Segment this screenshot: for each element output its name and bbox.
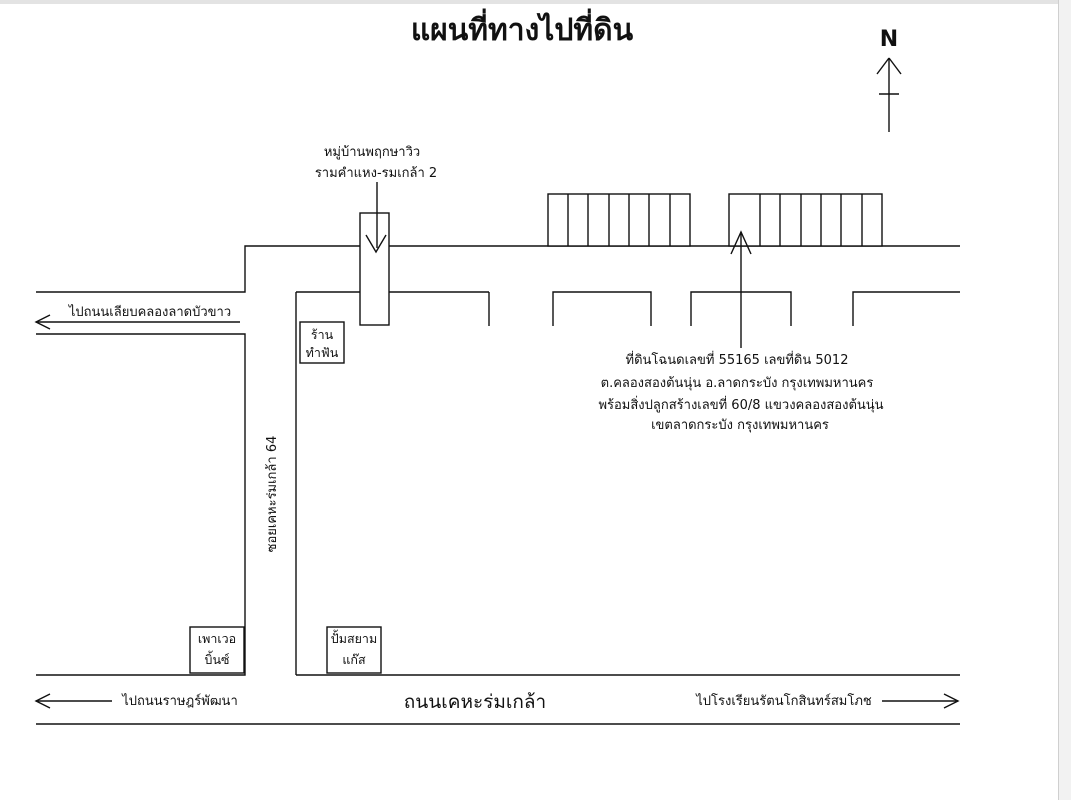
siam-gas-line1: ปั้มสยาม	[331, 629, 377, 646]
dental-shop-box	[299, 321, 345, 364]
village-name-line2: รามคำแหง-รมเกล้า 2	[315, 166, 437, 181]
north-label: N	[880, 27, 898, 52]
village-gate	[359, 182, 390, 326]
left-arrow-top-label: ไปถนนเลียบคลองลาดบัวขาว	[68, 304, 231, 320]
soi-road	[295, 292, 960, 676]
power-bins-line1: เพาเวอ	[198, 631, 236, 646]
right-arrow-bottom	[882, 693, 960, 709]
dental-shop-line1: ร้าน	[311, 327, 334, 342]
land-info-line4: เขตลาดกระบัง กรุงเทพมหานคร	[651, 418, 829, 433]
left-arrow-bottom-label: ไปถนนราษฎร์พัฒนา	[121, 693, 238, 709]
main-road-label: ถนนเคหะร่มเกล้า	[404, 691, 546, 713]
siam-gas-line2: แก๊ส	[342, 652, 366, 667]
soi-label: ซอยเคหะร่มเกล้า 64	[265, 436, 280, 553]
row-houses-left	[547, 193, 691, 247]
land-info-line2: ต.คลองสองต้นนุ่น อ.ลาดกระบัง กรุงเทพมหาน…	[601, 376, 874, 391]
viewer-top-edge	[0, 0, 1071, 4]
village-name-line1: หมู่บ้านพฤกษาวิว	[324, 145, 420, 160]
land-info-line1: ที่ดินโฉนดเลขที่ 55165 เลขที่ดิน 5012	[626, 351, 849, 368]
land-info-line3: พร้อมสิ่งปลูกสร้างเลขที่ 60/8 แขวงคลองสอ…	[598, 396, 883, 413]
siam-gas-box	[326, 626, 382, 674]
land-info: ที่ดินโฉนดเลขที่ 55165 เลขที่ดิน 5012 ต.…	[598, 351, 883, 433]
dental-shop-line2: ทำฟัน	[306, 345, 339, 360]
left-arrow-bottom	[34, 693, 112, 709]
row-houses-right	[728, 193, 883, 247]
power-bins-box	[189, 626, 245, 674]
left-arrow-top	[34, 314, 240, 330]
map-title: แผนที่ทางไปที่ดิน	[411, 8, 634, 48]
land-pointer-arrow	[730, 230, 752, 348]
viewer-scrollbar[interactable]	[1058, 0, 1071, 800]
right-arrow-bottom-label: ไปโรงเรียนรัตนโกสินทร์สมโภช	[695, 693, 872, 709]
north-arrow: N	[876, 27, 902, 132]
power-bins-line2: บิ้นซ์	[205, 650, 230, 667]
